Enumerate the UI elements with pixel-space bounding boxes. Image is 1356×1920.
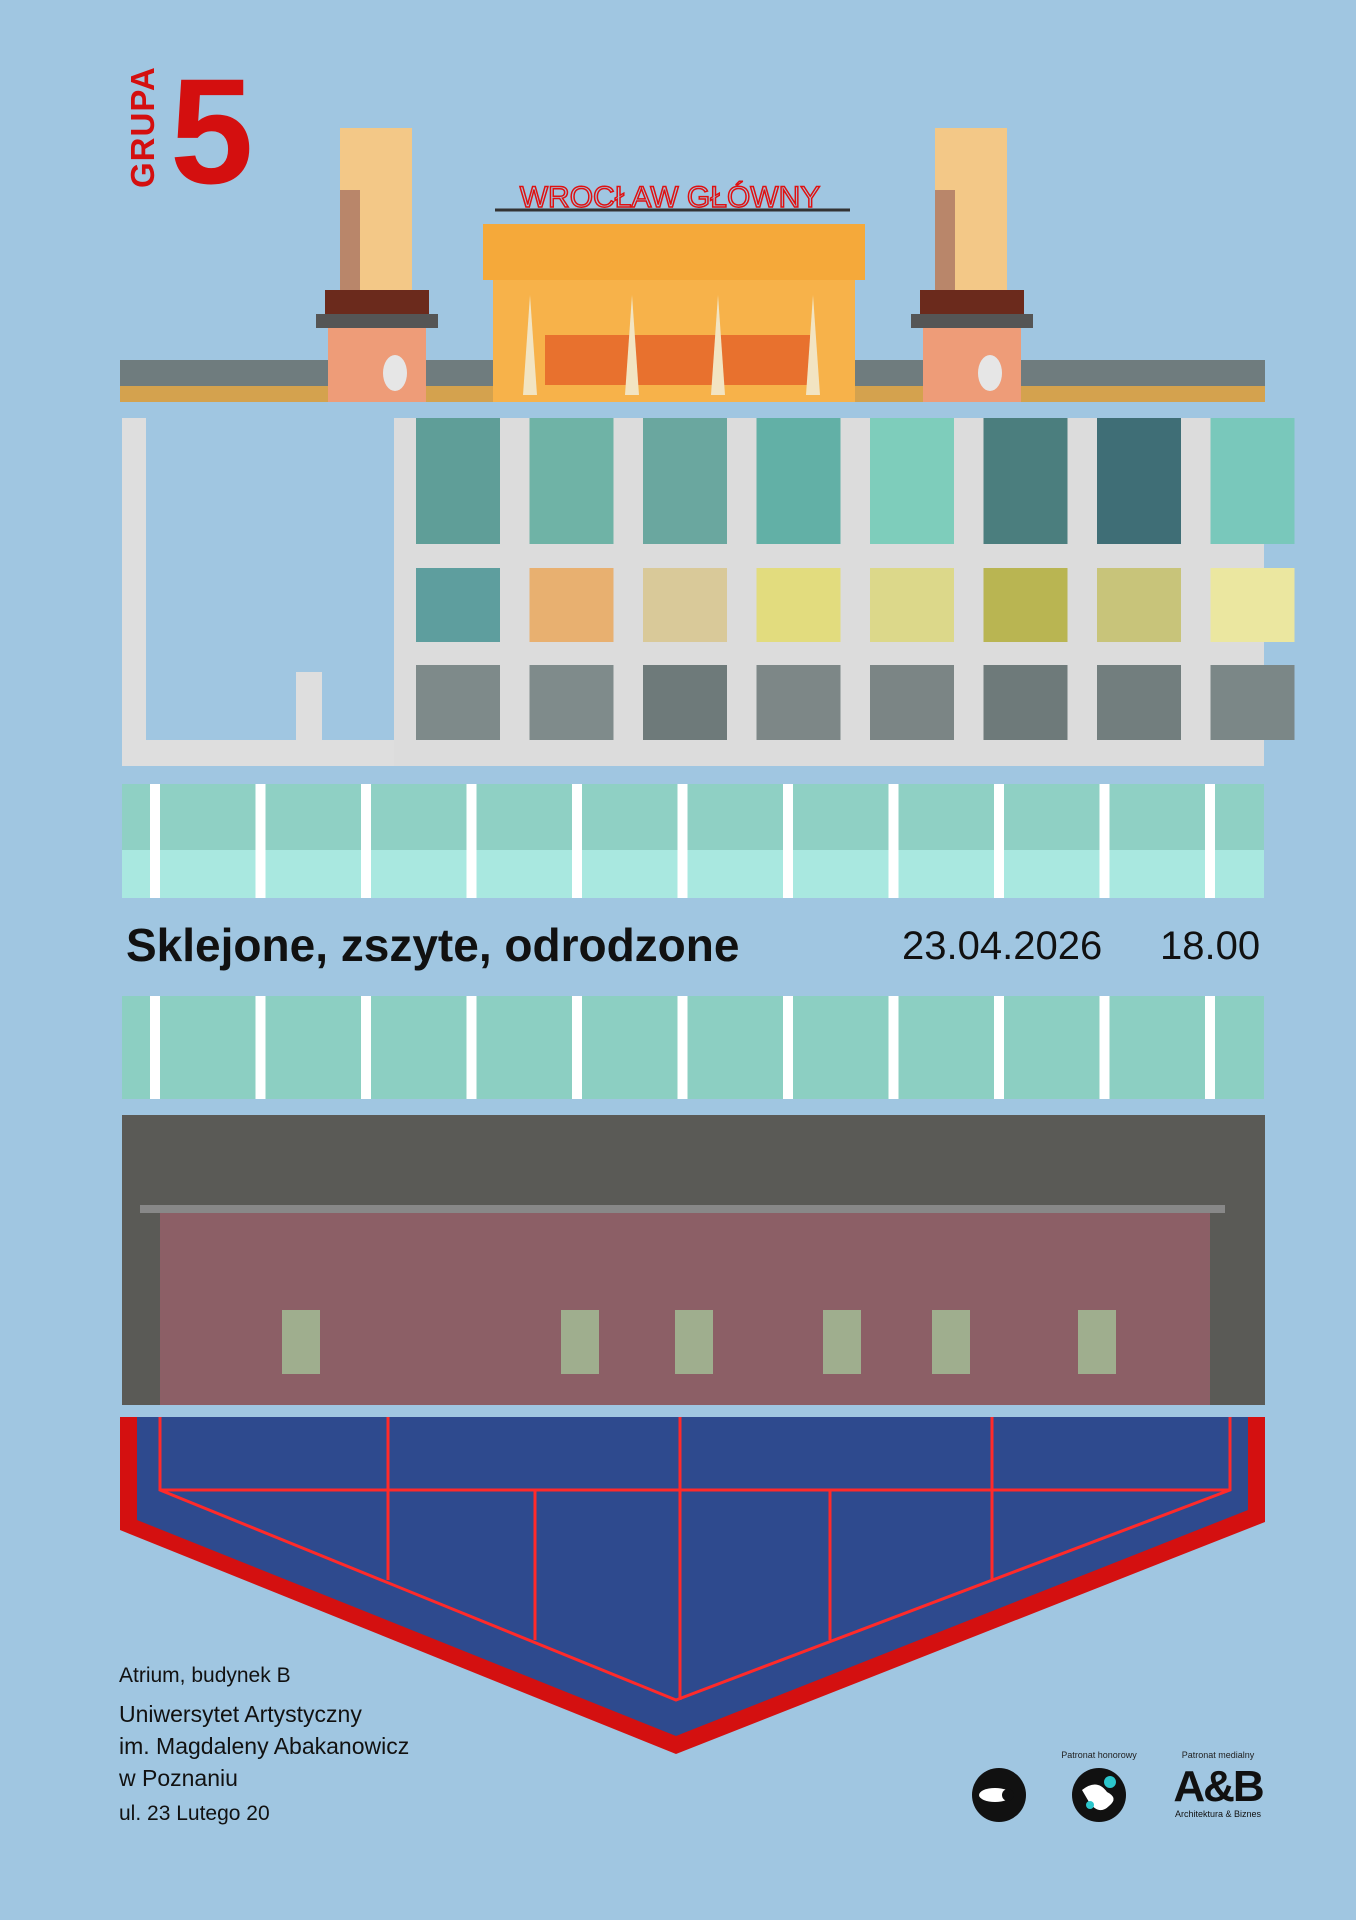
venue-line-3: w Poznaniu: [119, 1765, 238, 1791]
mullion: [994, 996, 1004, 1099]
ab-logo-name: Architektura & Biznes: [1174, 1809, 1262, 1819]
window-pane: [983, 568, 1068, 642]
window-pane: [643, 665, 727, 740]
window-pane: [1210, 568, 1295, 642]
mullion: [466, 996, 477, 1099]
grupa5-logo: GRUPA 5: [124, 56, 254, 206]
window-pane: [1210, 418, 1295, 544]
window-pane: [1097, 418, 1181, 544]
window-pane: [1097, 568, 1181, 642]
mullion: [150, 996, 160, 1099]
window-pane: [870, 418, 954, 544]
brick-building-window: [1078, 1310, 1116, 1374]
brick-building-window: [561, 1310, 599, 1374]
mullion: [255, 996, 266, 1099]
brick-building-window: [932, 1310, 970, 1374]
brick-building-window: [675, 1310, 713, 1374]
window-pane: [416, 418, 500, 544]
brick-building-window: [823, 1310, 861, 1374]
mullion: [888, 996, 899, 1099]
event-time: 18.00: [1160, 924, 1261, 968]
brick-building-window: [282, 1310, 320, 1374]
venue-address: ul. 23 Lutego 20: [119, 1802, 270, 1825]
mullion: [572, 996, 582, 1099]
mullion: [677, 996, 688, 1099]
mullion: [361, 784, 371, 898]
window-pane: [870, 665, 954, 740]
window-pane: [983, 418, 1068, 544]
window-pane: [1097, 665, 1181, 740]
glass-strip-bottom: [122, 996, 1264, 1099]
window-pane: [643, 418, 727, 544]
mullion: [1099, 996, 1110, 1099]
logo-number: 5: [170, 47, 254, 215]
mullion: [150, 784, 160, 898]
mullion: [1099, 784, 1110, 898]
window-pane: [529, 568, 614, 642]
station-illustration: WROCŁAW GŁÓWNY: [120, 128, 1265, 402]
mullion: [994, 784, 1004, 898]
mullion: [1205, 996, 1215, 1099]
window-pane: [529, 418, 614, 544]
window-pane: [643, 568, 727, 642]
event-title: Sklejone, zszyte, odrodzone: [126, 919, 740, 971]
window-pane: [1210, 665, 1295, 740]
ab-logo-mark: A&B: [1173, 1762, 1264, 1811]
mullion: [888, 784, 899, 898]
mullion: [572, 784, 582, 898]
window-pane: [756, 418, 841, 544]
window-pane: [756, 665, 841, 740]
mullion: [783, 784, 793, 898]
event-date: 23.04.2026: [902, 924, 1103, 968]
patron-logo-1: [972, 1768, 1026, 1822]
window-pane: [870, 568, 954, 642]
station-sign: WROCŁAW GŁÓWNY: [520, 181, 821, 214]
window-pane: [529, 665, 614, 740]
mullion: [361, 996, 371, 1099]
window-pane: [416, 665, 500, 740]
mullion: [255, 784, 266, 898]
mullion: [677, 784, 688, 898]
venue-info: Atrium, budynek B Uniwersytet Artystyczn…: [119, 1664, 409, 1826]
ab-logo: A&B Architektura & Biznes: [1172, 1762, 1264, 1820]
venue-place: Atrium, budynek B: [119, 1664, 291, 1687]
office-building-illustration: [122, 418, 1295, 766]
media-patron-label: Patronat medialny: [1181, 1750, 1255, 1760]
patron-logo-honorary: [1072, 1768, 1126, 1822]
window-pane: [416, 568, 500, 642]
brick-building-illustration: [122, 1115, 1265, 1405]
honorary-patron-label: Patronat honorowy: [1061, 1750, 1137, 1760]
window-pane: [756, 568, 841, 642]
mullion: [1205, 784, 1215, 898]
window-pane: [983, 665, 1068, 740]
mullion: [466, 784, 477, 898]
venue-line-2: im. Magdaleny Abakanowicz: [119, 1733, 410, 1759]
mullion: [783, 996, 793, 1099]
venue-line-1: Uniwersytet Artystyczny: [119, 1701, 362, 1727]
blue-glass-structure: [120, 1417, 1265, 1754]
